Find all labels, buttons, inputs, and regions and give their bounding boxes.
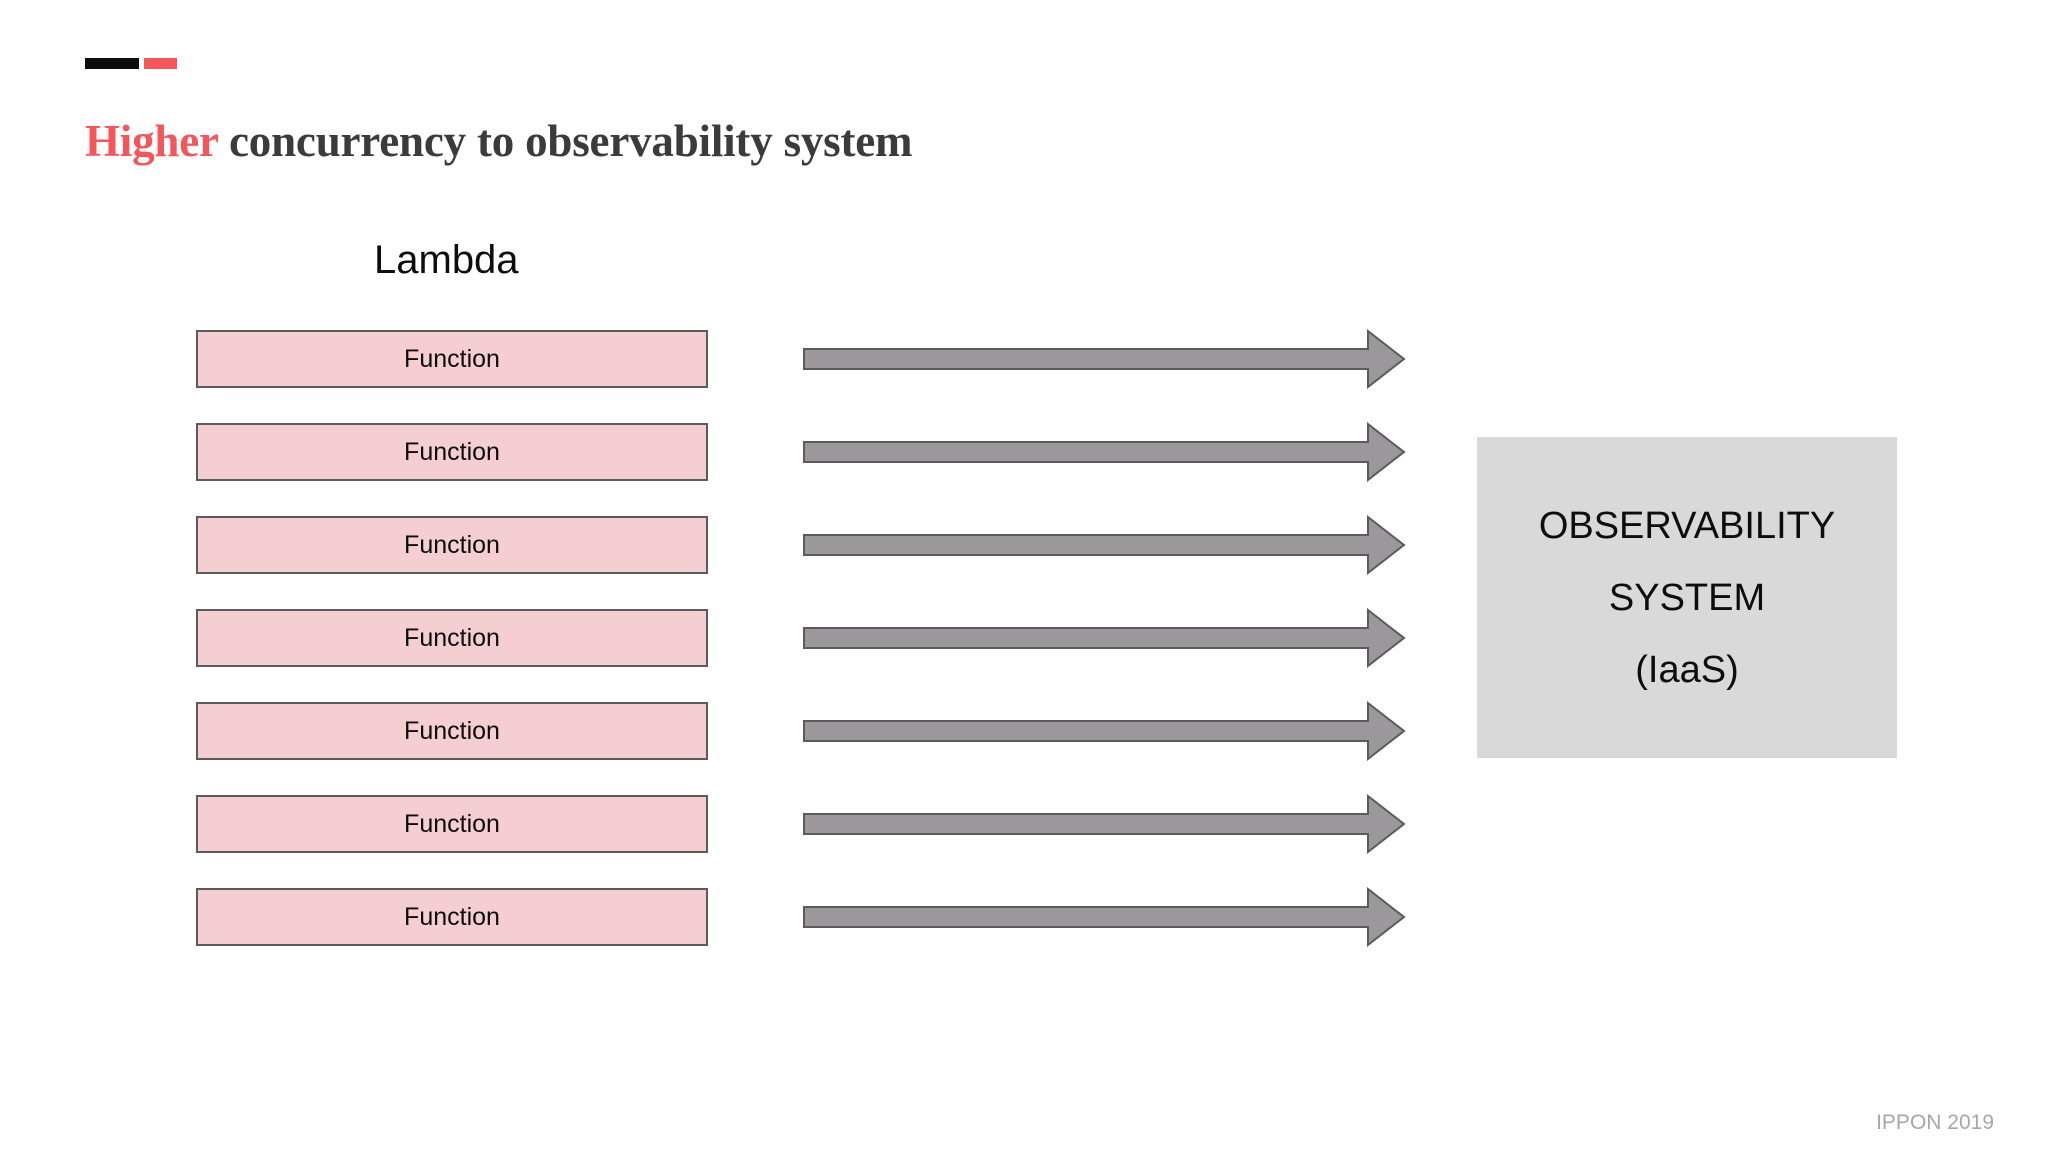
function-box-label: Function — [404, 903, 500, 931]
flow-arrow-icon — [803, 328, 1406, 390]
function-box[interactable]: Function — [196, 702, 708, 760]
lambda-group-label: Lambda — [374, 238, 519, 282]
function-box-label: Function — [404, 717, 500, 745]
page-title-accent-word: Higher — [85, 116, 218, 167]
flow-arrow-icon — [803, 607, 1406, 669]
function-box-label: Function — [404, 531, 500, 559]
function-box[interactable]: Function — [196, 516, 708, 574]
function-box[interactable]: Function — [196, 423, 708, 481]
function-list: Function Function Function Function Func… — [196, 330, 708, 962]
flow-arrow-list — [803, 328, 1406, 962]
title-rule-dark-segment — [85, 58, 139, 69]
observability-line: OBSERVABILITY — [1538, 504, 1836, 547]
page-title: Higher concurrency to observability syst… — [85, 112, 913, 170]
observability-line: SYSTEM — [1608, 576, 1766, 619]
function-box-label: Function — [404, 810, 500, 838]
function-box[interactable]: Function — [196, 888, 708, 946]
flow-arrow-icon — [803, 700, 1406, 762]
footer-credit: IPPON 2019 — [1876, 1111, 1994, 1134]
function-box-label: Function — [404, 345, 500, 373]
function-box[interactable]: Function — [196, 795, 708, 853]
page-title-rest: concurrency to observability system — [217, 116, 913, 167]
observability-line: (IaaS) — [1635, 648, 1739, 691]
function-box-label: Function — [404, 438, 500, 466]
flow-arrow-icon — [803, 514, 1406, 576]
flow-arrow-icon — [803, 421, 1406, 483]
function-box[interactable]: Function — [196, 609, 708, 667]
title-accent-rule — [85, 58, 177, 69]
title-rule-accent-segment — [144, 58, 177, 69]
flow-arrow-icon — [803, 793, 1406, 855]
function-box-label: Function — [404, 624, 500, 652]
flow-arrow-icon — [803, 886, 1406, 948]
observability-system-box: OBSERVABILITY SYSTEM (IaaS) — [1477, 437, 1897, 758]
function-box[interactable]: Function — [196, 330, 708, 388]
